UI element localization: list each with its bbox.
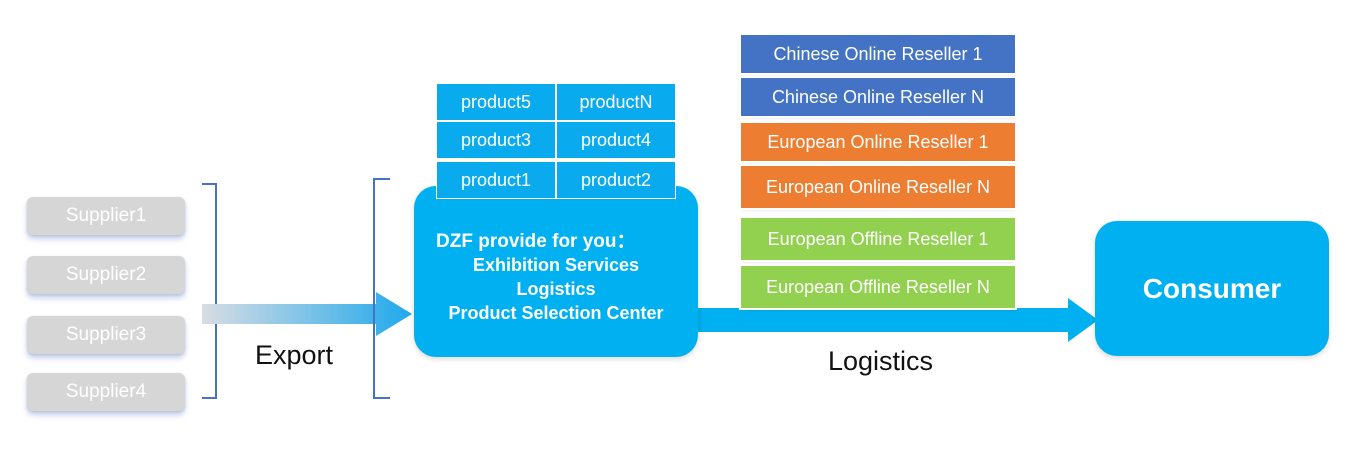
export-arrow [202,292,412,336]
consumer-box: Consumer [1095,221,1329,356]
reseller-chinese-online-n: Chinese Online Reseller N [741,78,1015,116]
reseller-european-offline-1: European Offline Reseller 1 [741,218,1015,260]
dzf-title: DZF provide for you： [436,231,636,252]
dzf-service-logistics: Logistics [516,279,596,299]
reseller-european-offline-n: European Offline Reseller N [741,266,1015,308]
supplier-box-1: Supplier1 [27,197,185,235]
dzf-service-exhibition: Exhibition Services [472,255,640,275]
product-cell: product3 [436,121,556,159]
product-cell: productN [556,83,676,121]
export-label: Export [255,340,334,370]
dzf-services-box: DZF provide for you： Exhibition Services… [414,186,698,357]
reseller-chinese-online-1: Chinese Online Reseller 1 [741,35,1015,73]
dzf-service-product-selection: Product Selection Center [448,303,664,323]
reseller-european-online-1: European Online Reseller 1 [741,123,1015,161]
logistics-arrow [690,298,1098,342]
product-cell: product2 [556,161,676,199]
product-cell: product4 [556,121,676,159]
logistics-label: Logistics [828,346,934,376]
reseller-european-online-n: European Online Reseller N [741,166,1015,208]
product-cell: product1 [436,161,556,199]
suppliers-bracket [202,183,217,399]
supplier-box-4: Supplier4 [27,373,185,411]
supplier-box-2: Supplier2 [27,256,185,294]
product-cell: product5 [436,83,556,121]
dzf-bracket [373,178,390,399]
supplier-box-3: Supplier3 [27,316,185,354]
